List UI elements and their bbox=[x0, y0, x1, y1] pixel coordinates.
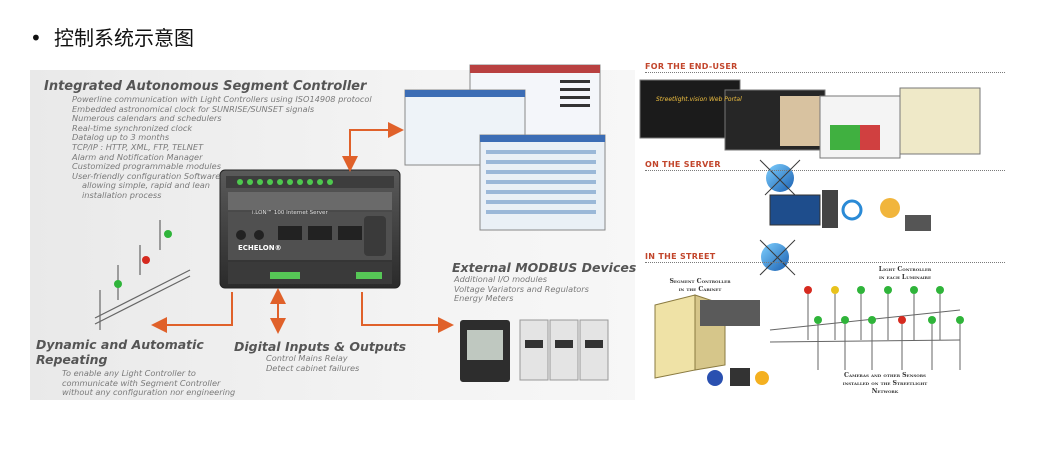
feature-item: TCP/IP : HTTP, XML, FTP, TELNET bbox=[72, 141, 204, 152]
slide-title-text: 控制系统示意图 bbox=[54, 26, 194, 50]
segment-controller-caption: Segment Controller in the Cabinet bbox=[650, 278, 750, 294]
section-divider bbox=[645, 170, 1005, 171]
digital-io-item: Control Mains Relay bbox=[266, 353, 348, 363]
modbus-item: Voltage Variators and Regulators bbox=[454, 283, 589, 294]
section-server: ON THE SERVER bbox=[645, 160, 721, 169]
light-poles-left bbox=[94, 220, 191, 330]
feature-item: Numerous calendars and schedulers bbox=[72, 113, 222, 124]
digital-io-list: Control Mains Relay Detect cabinet failu… bbox=[266, 353, 360, 373]
modbus-devices bbox=[460, 319, 609, 382]
caption-line: installed on the Streetlight bbox=[842, 380, 928, 387]
light-controller-caption: Light Controller in each Luminaire bbox=[850, 266, 960, 282]
cameras-caption: Cameras and other Sensors installed on t… bbox=[815, 372, 955, 396]
section-divider bbox=[645, 72, 1005, 73]
feature-item: User-friendly configuration Software bbox=[72, 170, 221, 181]
street-lamps bbox=[804, 286, 964, 324]
segment-controller-device bbox=[219, 169, 401, 289]
street-cabinet bbox=[654, 294, 769, 386]
feature-item: installation process bbox=[82, 189, 162, 200]
section-end-user: FOR THE END-USER bbox=[645, 62, 738, 71]
portal-name: Streetlight.vision Web Portal bbox=[656, 96, 742, 103]
bullet: • bbox=[30, 26, 42, 50]
feature-item: Alarm and Notification Manager bbox=[72, 151, 203, 162]
controller-feature-list: Powerline communication with Light Contr… bbox=[72, 94, 392, 201]
section-street: IN THE STREET bbox=[645, 252, 716, 261]
device-brand-label: ECHELON® bbox=[238, 244, 282, 252]
feature-item: Embedded astronomical clock for SUNRISE/… bbox=[72, 103, 315, 114]
dynamic-title-line1: Dynamic and Automatic bbox=[36, 337, 204, 352]
server-icons bbox=[761, 164, 931, 271]
modbus-list: Additional I/O modules Voltage Variators… bbox=[454, 274, 589, 304]
dynamic-repeating-title: Dynamic and Automatic Repeating bbox=[36, 337, 204, 367]
dynamic-line: To enable any Light Controller to bbox=[62, 368, 196, 378]
dynamic-line: communicate with Segment Controller bbox=[62, 377, 221, 388]
feature-item: Powerline communication with Light Contr… bbox=[72, 94, 372, 104]
device-model-label: i.LON™ 100 Internet Server bbox=[252, 210, 328, 216]
server-links bbox=[759, 159, 801, 276]
slide-title: • 控制系统示意图 bbox=[30, 22, 194, 51]
caption-line: Light Controller bbox=[878, 266, 932, 273]
caption-line: Cameras and other Sensors bbox=[844, 372, 926, 379]
controller-title: Integrated Autonomous Segment Controller bbox=[44, 79, 367, 94]
feature-item: Customized programmable modules bbox=[72, 161, 221, 172]
street-poles bbox=[769, 294, 961, 370]
web-portal-screenshots bbox=[639, 79, 981, 159]
modbus-item: Energy Meters bbox=[454, 293, 514, 304]
feature-item: Datalog up to 3 months bbox=[72, 132, 170, 143]
section-divider bbox=[645, 262, 1005, 263]
feature-item: Real-time synchronized clock bbox=[72, 122, 193, 133]
caption-line: Segment Controller bbox=[669, 278, 731, 285]
digital-io-item: Detect cabinet failures bbox=[266, 362, 360, 373]
software-screenshots bbox=[404, 64, 606, 231]
digital-io-title: Digital Inputs & Outputs bbox=[234, 339, 407, 354]
dynamic-title-line2: Repeating bbox=[36, 352, 108, 367]
connection-arrows bbox=[151, 122, 454, 334]
dynamic-repeating-text: To enable any Light Controller to commun… bbox=[62, 368, 236, 398]
lamps-left bbox=[114, 230, 172, 288]
caption-line: Network bbox=[871, 388, 899, 395]
dynamic-line: without any configuration nor engineerin… bbox=[62, 387, 236, 398]
caption-line: in each Luminaire bbox=[878, 274, 932, 281]
caption-line: in the Cabinet bbox=[678, 286, 722, 293]
modbus-item: Additional I/O modules bbox=[454, 274, 548, 284]
modbus-title: External MODBUS Devices bbox=[452, 260, 637, 275]
feature-item: allowing simple, rapid and lean bbox=[82, 180, 210, 191]
